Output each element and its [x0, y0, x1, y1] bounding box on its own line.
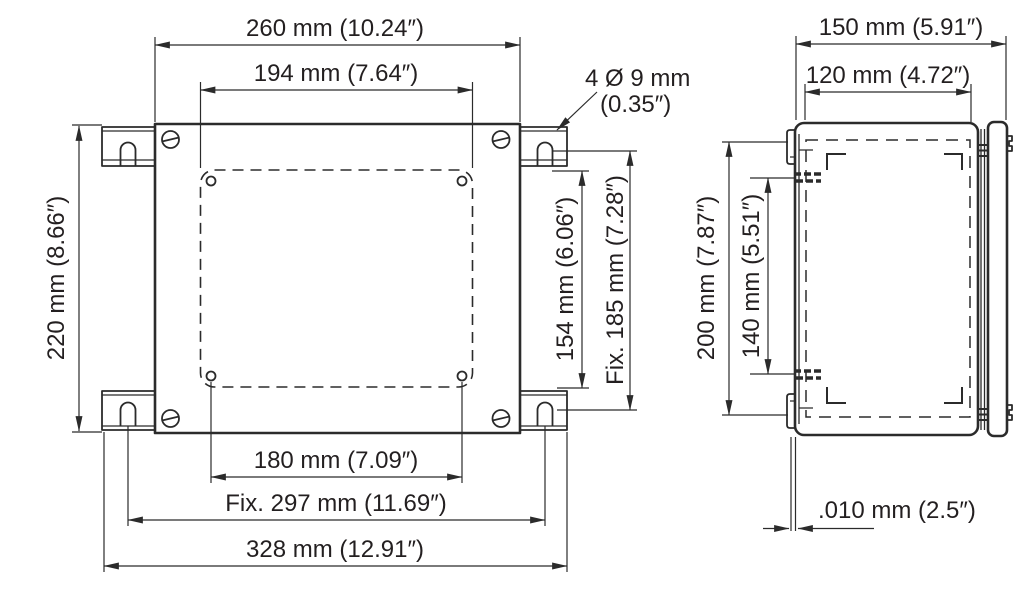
dim-width-outer: 260 mm (10.24″)	[154, 15, 521, 122]
dim-label: 194 mm (7.64″)	[254, 60, 419, 87]
dim-height-bracket-inner: 154 mm (6.06″)	[552, 170, 589, 389]
dim-height-outer: 220 mm (8.66″)	[43, 124, 102, 433]
dim-label: Fix. 297 mm (11.69″)	[225, 490, 446, 517]
side-hidden-panel	[805, 139, 971, 418]
dim-height-fix: Fix. 185 mm (7.28″)	[552, 150, 637, 411]
bracket-top-left	[101, 126, 155, 167]
latch-tab-top	[1007, 135, 1013, 152]
latch-tab-bottom	[1007, 404, 1013, 421]
dim-width-holes-top: 194 mm (7.64″)	[199, 60, 474, 168]
cover-screws	[161, 130, 511, 428]
bracket-bottom-left	[101, 390, 155, 431]
dim-depth-outer: 150 mm (5.91″)	[795, 14, 1007, 120]
side-view: 150 mm (5.91″) 120 mm (4.72″) 200 mm (7.…	[693, 14, 1013, 532]
keyhole-slot	[119, 401, 137, 426]
keyhole-slot	[536, 401, 554, 426]
dim-label: 120 mm (4.72″)	[806, 62, 971, 89]
hinge-strip	[978, 129, 988, 430]
dim-label: 260 mm (10.24″)	[246, 15, 424, 42]
dim-label: .010 mm (2.5″)	[818, 497, 976, 524]
front-enclosure-outline	[153, 122, 522, 435]
front-view: 260 mm (10.24″) 194 mm (7.64″) 220 mm (8…	[43, 15, 690, 572]
mounting-plate-holes	[205, 175, 468, 382]
screw-stud-bottom	[794, 369, 823, 380]
hole-callout: 4 Ø 9 mm (0.35″)	[556, 65, 690, 131]
hook-top	[786, 129, 813, 165]
hole-callout-line2: (0.35″)	[600, 91, 671, 118]
dim-side-height-screws: 140 mm (5.51″)	[738, 177, 794, 375]
dim-label: 180 mm (7.09″)	[254, 447, 419, 474]
keyhole-slot	[119, 141, 137, 166]
dim-label: 154 mm (6.06″)	[552, 197, 579, 362]
dim-label: 150 mm (5.91″)	[819, 14, 984, 41]
hole-callout-line1: 4 Ø 9 mm	[585, 65, 690, 92]
dim-depth-body: 120 mm (4.72″)	[804, 62, 972, 122]
dim-width-holes-bottom: 180 mm (7.09″)	[210, 382, 463, 483]
mounting-plate-hidden-outline	[199, 169, 474, 388]
dim-side-height-outer: 200 mm (7.87″)	[693, 141, 788, 416]
dim-width-total: 328 mm (12.91″)	[103, 432, 568, 572]
bracket-top-right	[520, 126, 568, 167]
dim-label: 220 mm (8.66″)	[43, 196, 70, 361]
dim-gap: .010 mm (2.5″)	[763, 437, 976, 532]
panel-corner-marks	[826, 153, 963, 404]
dim-label: 328 mm (12.91″)	[246, 536, 424, 563]
side-body-outline	[793, 121, 980, 437]
screw-stud-top	[794, 172, 823, 183]
dim-label: 140 mm (5.51″)	[738, 194, 765, 359]
side-door-outline	[986, 120, 1009, 438]
keyhole-slot	[536, 141, 554, 166]
hook-bottom	[786, 393, 813, 429]
dim-label: 200 mm (7.87″)	[693, 196, 720, 361]
dim-label: Fix. 185 mm (7.28″)	[602, 175, 629, 385]
dim-width-fix: Fix. 297 mm (11.69″)	[127, 426, 546, 526]
